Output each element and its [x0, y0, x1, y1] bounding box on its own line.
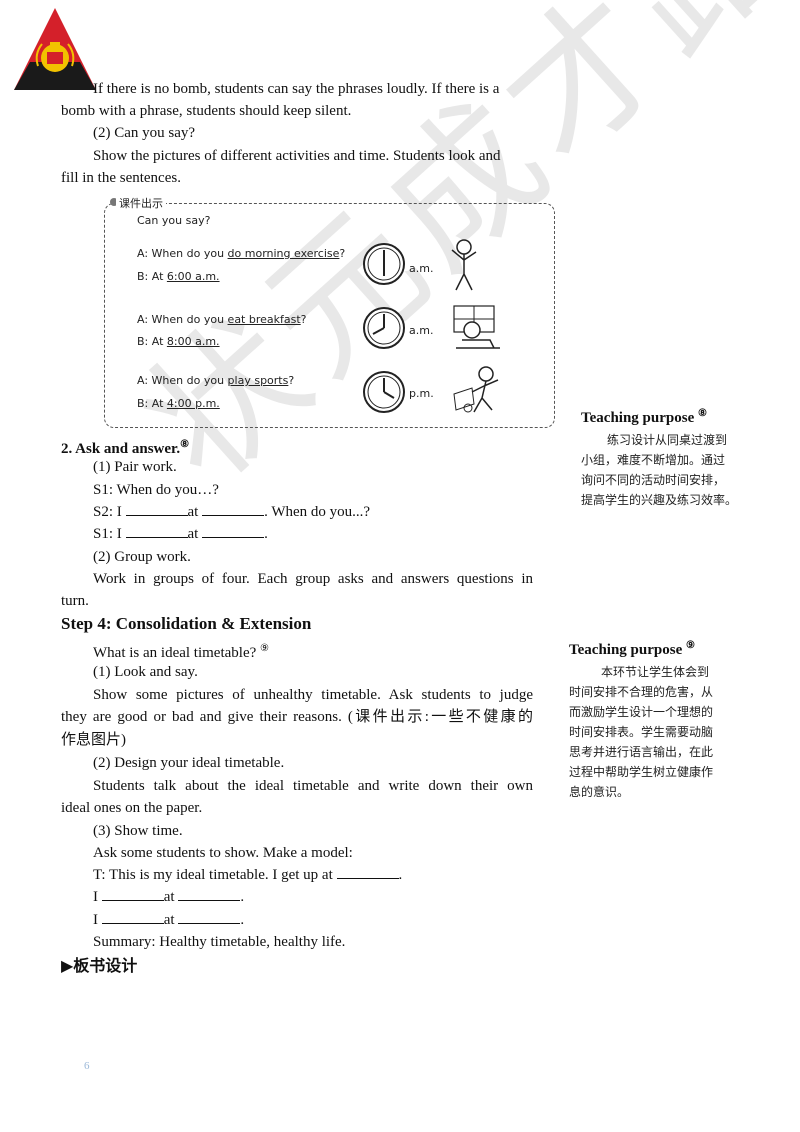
courseware-question-2: A: When do you eat breakfast? [137, 313, 307, 326]
show-time: (3) Show time. [93, 823, 183, 839]
courseware-title: Can you say? [137, 214, 211, 227]
ask-answer-heading: 2. Ask and answer.⑧ [61, 439, 190, 457]
model-line-1: I at . [93, 886, 244, 908]
s1-line: S1: I at . [93, 523, 268, 545]
teacher-model: T: This is my ideal timetable. I get up … [93, 864, 402, 886]
ask-some-students: Ask some students to show. Make a model: [93, 845, 353, 861]
group-work: (2) Group work. [93, 549, 191, 565]
period-label-3: p.m. [409, 387, 434, 400]
clock-icon [363, 371, 405, 413]
unhealthy-line-2: they are good or bad and give their reas… [61, 709, 533, 725]
look-say: (1) Look and say. [93, 664, 198, 680]
boy-playing-sports-icon [453, 366, 499, 413]
teaching-purpose-9-text: 本环节让学生体会到 时间安排不合理的危害，从 而激励学生设计一个理想的 时间安排… [569, 665, 714, 799]
page-number: 6 [84, 1060, 90, 1072]
teaching-purpose-8: Teaching purpose ⑧ [581, 408, 707, 426]
courseware-dot-icon [110, 198, 118, 206]
courseware-answer-3: B: At 4:00 p.m. [137, 397, 220, 410]
unhealthy-line-1: Show some pictures of unhealthy timetabl… [93, 687, 533, 703]
courseware-question-1: A: When do you do morning exercise? [137, 247, 346, 260]
students-talk-line-1: Students talk about the ideal timetable … [93, 778, 533, 794]
can-you-say: (2) Can you say? [93, 125, 196, 141]
summary: Summary: Healthy timetable, healthy life… [93, 934, 346, 950]
intro-line-2: bomb with a phrase, students should keep… [61, 103, 352, 119]
model-line-2: I at . [93, 909, 244, 931]
ideal-question: What is an ideal timetable? ⑨ [93, 643, 269, 661]
step4-heading: Step 4: Consolidation & Extension [61, 614, 312, 633]
clock-icon [363, 243, 405, 285]
s2-line: S2: I at . When do you...? [93, 501, 370, 523]
group-text-line-1: Work in groups of four. Each group asks … [93, 571, 533, 587]
boy-exercising-icon [451, 239, 477, 291]
students-talk-line-2: ideal ones on the paper. [61, 800, 203, 816]
courseware-answer-2: B: At 8:00 a.m. [137, 335, 220, 348]
courseware-box [104, 203, 555, 428]
period-label-1: a.m. [409, 262, 434, 275]
show-pictures-line-1: Show the pictures of different activitie… [93, 148, 501, 164]
group-text-line-2: turn. [61, 593, 89, 609]
pair-work: (1) Pair work. [93, 459, 177, 475]
clock-icon [363, 307, 405, 349]
courseware-question-3: A: When do you play sports? [137, 374, 295, 387]
boy-eating-breakfast-icon [453, 305, 500, 349]
courseware-answer-1: B: At 6:00 a.m. [137, 270, 220, 283]
courseware-label: 课件出示 [116, 195, 166, 211]
publisher-logo [14, 8, 96, 90]
teaching-purpose-8-text: 练习设计从同桌过渡到 小组，难度不断增加。通过 询问不同的活动时间安排， 提高学… [581, 433, 738, 507]
teaching-purpose-9: Teaching purpose ⑨ [569, 640, 695, 658]
unhealthy-line-3: 作息图片) [61, 732, 126, 748]
show-pictures-line-2: fill in the sentences. [61, 170, 181, 186]
intro-line-1: If there is no bomb, students can say th… [93, 81, 500, 97]
period-label-2: a.m. [409, 324, 434, 337]
s1-when: S1: When do you…? [93, 482, 219, 498]
design-timetable: (2) Design your ideal timetable. [93, 755, 285, 771]
board-design-heading: ▶板书设计 [61, 956, 138, 975]
